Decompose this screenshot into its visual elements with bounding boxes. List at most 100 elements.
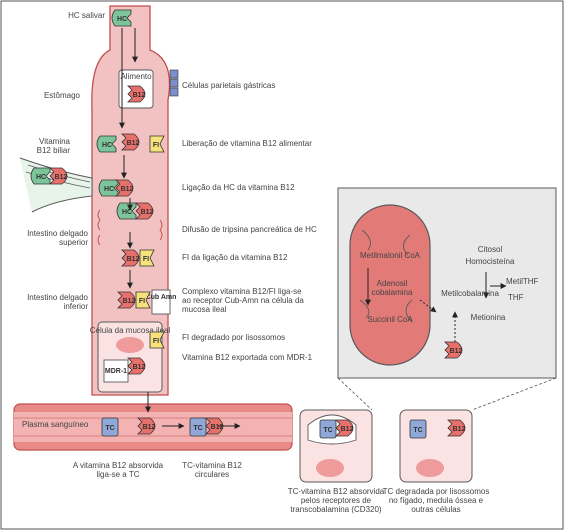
mucosal-nucleus [116,337,144,353]
b12-receptor-text: B12 [123,298,136,305]
b12-fi-complex: B12 [121,249,140,267]
fi-receptor-text: FI [139,298,145,305]
inset-connector [337,377,557,411]
tc-degraded-text: TC [413,427,422,434]
hc-bound-1: HC [98,179,119,197]
b12-free-text: B12 [453,426,466,433]
tc-uptake: TC [319,419,337,439]
mdr1-label: MDR-1 [105,368,127,375]
b12-circulating: B12 [205,417,224,435]
label-ileo-line-2: inferior [64,302,89,311]
fi-complex: FI [139,249,155,267]
b12-plasma-text: B12 [143,424,156,431]
plasma-label: Plasma sanguíneo [22,420,89,429]
b12-bile-text: B12 [55,174,68,181]
label-complexo-line-2: ao receptor Cub-Amn na célula da [182,296,304,305]
hc-salivary: HC [111,9,132,27]
flow-arrows [119,28,371,429]
b12-bile: B12 [49,167,68,185]
mucosal-cell-label: Célula da mucosa ileal [90,326,171,335]
b12-free: B12 [447,419,466,437]
label-b12-biliar-line-1: Vitamina [39,137,71,146]
tc-circulating-text: TC [193,425,202,432]
inset-metilmalonil: Metilmalonil CoA [360,251,421,260]
b12-bound-2-text: B12 [141,209,154,216]
bile-duct [19,157,93,213]
b12-exported: B12 [127,357,146,375]
hc-stomach: HC [96,135,117,153]
inset-metilthf: MetilTHF [506,277,539,286]
label-absorvida-line-2: liga-se a TC [97,470,140,479]
fi-degraded: FI [149,331,165,349]
inset-homocisteina: Homocisteína [466,257,515,266]
hc-bound-2-text: HC [122,209,132,216]
label-ileo-line-1: Intestino delgado [27,293,88,302]
cub-amn-receptor: Cub Amn [146,289,177,315]
label-tc-circulares-line-2: circulares [195,470,229,479]
label-b12-biliar-line-2: B12 biliar [37,146,71,155]
label-duodeno-line-2: superior [59,238,88,247]
b12-inset-text: B12 [450,348,463,355]
fi-receptor: FI [135,291,151,309]
label-hc-salivar: HC salivar [68,11,105,20]
inset-citosol: Citosol [478,245,503,254]
label-exportada: Vitamina B12 exportada com MDR-1 [182,353,313,362]
tc-plasma: TC [101,417,119,437]
label-absorvida-line-1: A vitamina B12 absorvida [73,461,164,470]
inset-succinil: Succinil CoA [367,315,413,324]
label-tc-degradada-line-1: TC degradada por lisossomos [383,487,490,496]
hc-bile: HC [30,167,51,185]
b12-food-text: B12 [133,92,146,99]
tc-degraded: TC [409,419,427,439]
fi-complex-text: FI [143,256,149,263]
label-fi-degradado: FI degradado por lisossomos [182,333,285,342]
b12-bound-1: B12 [115,179,134,197]
b12-exported-text: B12 [133,364,146,371]
b12-bound-2: B12 [135,202,154,220]
tc-uptake-text: TC [323,427,332,434]
fi-stomach: FI [149,135,165,153]
label-tc-degradada-line-3: outras células [411,505,460,514]
mucosal-cell: Célula da mucosa ileal MDR-1 [90,321,171,393]
label-tc-receptores-line-2: pelos receptores de [301,496,372,505]
tc-plasma-text: TC [105,425,114,432]
food-label: Alimento [120,72,152,81]
label-ligacao: Ligação da HC da vitamina B12 [182,183,295,192]
label-liberacao: Liberação de vitamina B12 alimentar [182,139,312,148]
b12-released: B12 [121,133,140,151]
label-fi-ligacao: FI da ligação da vitamina B12 [182,253,288,262]
label-difusao: Difusão de tripsina pancreática de HC [182,225,317,234]
inset-metionina: Metionina [471,313,506,322]
b12-uptake: B12 [335,419,354,437]
b12-plasma: B12 [137,417,156,435]
cub-amn-label: Cub Amn [146,294,177,301]
label-parietal: Células parietais gástricas [182,81,275,90]
parietal-cells [169,69,179,97]
label-complexo-line-1: Complexo vitamina B12/FI liga-se [182,287,302,296]
hc-stomach-text: HC [102,142,112,149]
b12-receptor: B12 [117,291,136,309]
inset-metilcobalamina: Metilcobalamina [441,289,499,298]
label-tc-circulares-line-1: TC-vitamina B12 [182,461,242,470]
b12-fi-complex-text: B12 [127,256,140,263]
hc-bile-text: HC [36,174,46,181]
hc-salivary-text: HC [117,16,127,23]
label-complexo-line-3: mucosa ileal [182,305,227,314]
label-tc-degradada-line-2: no fígado, medula óssea e [389,496,484,505]
fi-stomach-text: FI [153,142,159,149]
inset-adenosil-line-2: cobalamina [372,288,413,297]
b12-released-text: B12 [127,140,140,147]
label-duodeno-line-1: Intestino delgado [27,229,88,238]
label-tc-receptores-line-1: TC-vitamina B12 absorvida [288,487,385,496]
inset-adenosil-line-1: Adenosil [377,279,408,288]
cell-inset [337,187,557,379]
label-estomago: Estômago [44,91,81,100]
fi-degraded-text: FI [153,338,159,345]
b12-inset: B12 [444,341,463,359]
b12-circulating-text: B12 [211,424,224,431]
